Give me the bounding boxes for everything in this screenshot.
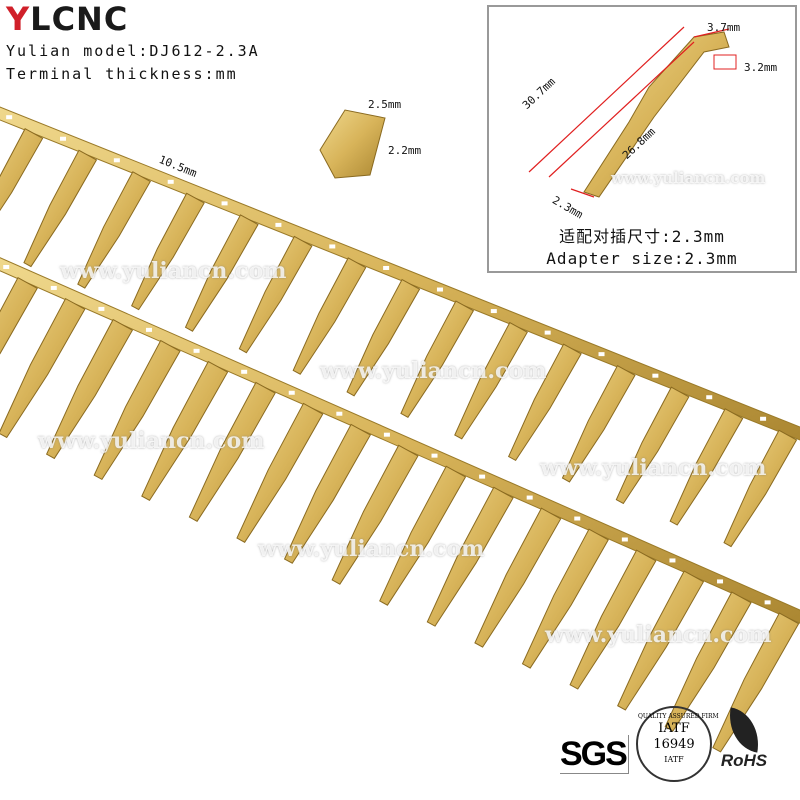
iatf-number: 16949 — [653, 737, 695, 752]
dimension-inset: 3.7mm 3.2mm 30.7mm 26.8mm 2.3mm www.yuli… — [487, 5, 797, 273]
carrier-hole — [98, 306, 105, 311]
dim-height: 2.2mm — [388, 144, 422, 157]
carrier-hole — [221, 201, 228, 206]
carrier-hole — [383, 432, 390, 437]
iatf-bottom: IATF — [664, 755, 684, 764]
terminal — [569, 549, 657, 690]
terminal — [617, 570, 705, 711]
terminal — [77, 171, 152, 289]
watermark: www.yuliancn.com — [258, 536, 485, 562]
sgs-logo: SGS — [560, 735, 629, 774]
terminal — [507, 343, 582, 462]
iatf-ring-text: QUALITY ASSURED FIRM — [638, 713, 719, 720]
carrier-hole — [60, 136, 67, 141]
carrier-hole — [669, 558, 676, 563]
adapter-size-cn: 适配对插尺寸:2.3mm — [559, 227, 725, 246]
carrier-hole — [621, 537, 628, 542]
terminal — [283, 423, 372, 564]
terminal — [45, 318, 134, 460]
carrier-hole — [574, 516, 581, 521]
carrier-hole — [526, 495, 533, 500]
carrier-hole — [764, 600, 771, 605]
iatf-16949-seal: QUALITY ASSURED FIRM IATF 16949 IATF — [636, 706, 719, 782]
carrier-hole — [275, 222, 282, 227]
carrier-hole — [241, 369, 248, 374]
rohs-text: RoHS — [720, 751, 768, 770]
brand-logo: YLCNC — [6, 0, 129, 38]
carrier-hole — [167, 179, 174, 184]
terminal — [238, 235, 313, 354]
dim-side: 3.2mm — [744, 61, 778, 74]
terminal — [131, 192, 205, 311]
carrier-hole — [431, 453, 438, 458]
carrier-hole — [329, 244, 336, 249]
model-text: Yulian model:DJ612-2.3A — [6, 42, 260, 60]
carrier-hole — [113, 158, 120, 163]
terminal — [379, 465, 467, 606]
carrier-hole — [717, 579, 724, 584]
carrier-strip — [0, 257, 800, 624]
carrier-hole — [145, 327, 152, 332]
carrier-hole — [288, 390, 295, 395]
carrier-strip — [0, 106, 800, 441]
terminal — [23, 149, 98, 268]
carrier-hole — [336, 411, 343, 416]
terminal — [236, 402, 324, 543]
watermark: www.yuliancn.com — [540, 455, 767, 481]
terminal — [0, 297, 86, 439]
watermark: www.yuliancn.com — [38, 428, 265, 454]
adapter-size-en: Adapter size:2.3mm — [546, 249, 738, 268]
carrier-hole — [436, 287, 443, 292]
terminal — [474, 507, 562, 648]
rohs-logo: RoHS — [712, 707, 776, 772]
terminal — [0, 128, 44, 212]
terminal — [184, 214, 259, 332]
carrier-hole — [383, 265, 390, 270]
leaf-icon — [723, 707, 765, 753]
iatf-top: IATF — [658, 721, 690, 736]
carrier-hole — [544, 330, 551, 335]
terminal — [615, 386, 690, 505]
single-terminal — [319, 109, 386, 179]
terminal-drawing — [528, 26, 737, 198]
carrier-hole — [193, 348, 200, 353]
watermark: www.yuliancn.com — [60, 258, 287, 284]
dim-top: 3.7mm — [707, 21, 741, 34]
carrier-hole — [3, 264, 10, 269]
carrier-hole — [598, 352, 605, 357]
watermark: www.yuliancn.com — [320, 358, 547, 384]
terminal — [346, 278, 421, 397]
terminal — [0, 276, 38, 355]
carrier-hole — [760, 416, 767, 421]
terminal — [93, 339, 181, 481]
thickness-text: Terminal thickness:mm — [6, 65, 238, 83]
terminal — [400, 300, 475, 418]
carrier-hole — [50, 285, 57, 290]
terminal — [426, 486, 514, 627]
terminal — [331, 444, 419, 585]
terminal — [723, 429, 798, 548]
terminal — [141, 360, 229, 502]
watermark: www.yuliancn.com — [545, 622, 772, 648]
carrier-hole — [706, 395, 713, 400]
carrier-hole — [6, 115, 13, 120]
carrier-hole — [652, 373, 659, 378]
carrier-hole — [490, 309, 497, 314]
inset-watermark: www.yuliancn.com — [611, 169, 766, 187]
terminal — [561, 364, 636, 483]
dim-width: 2.5mm — [368, 98, 402, 111]
terminal — [521, 528, 609, 669]
terminal — [454, 321, 528, 440]
terminal — [292, 257, 367, 375]
terminal — [669, 408, 744, 526]
carrier-hole — [479, 474, 486, 479]
terminal — [188, 381, 276, 522]
